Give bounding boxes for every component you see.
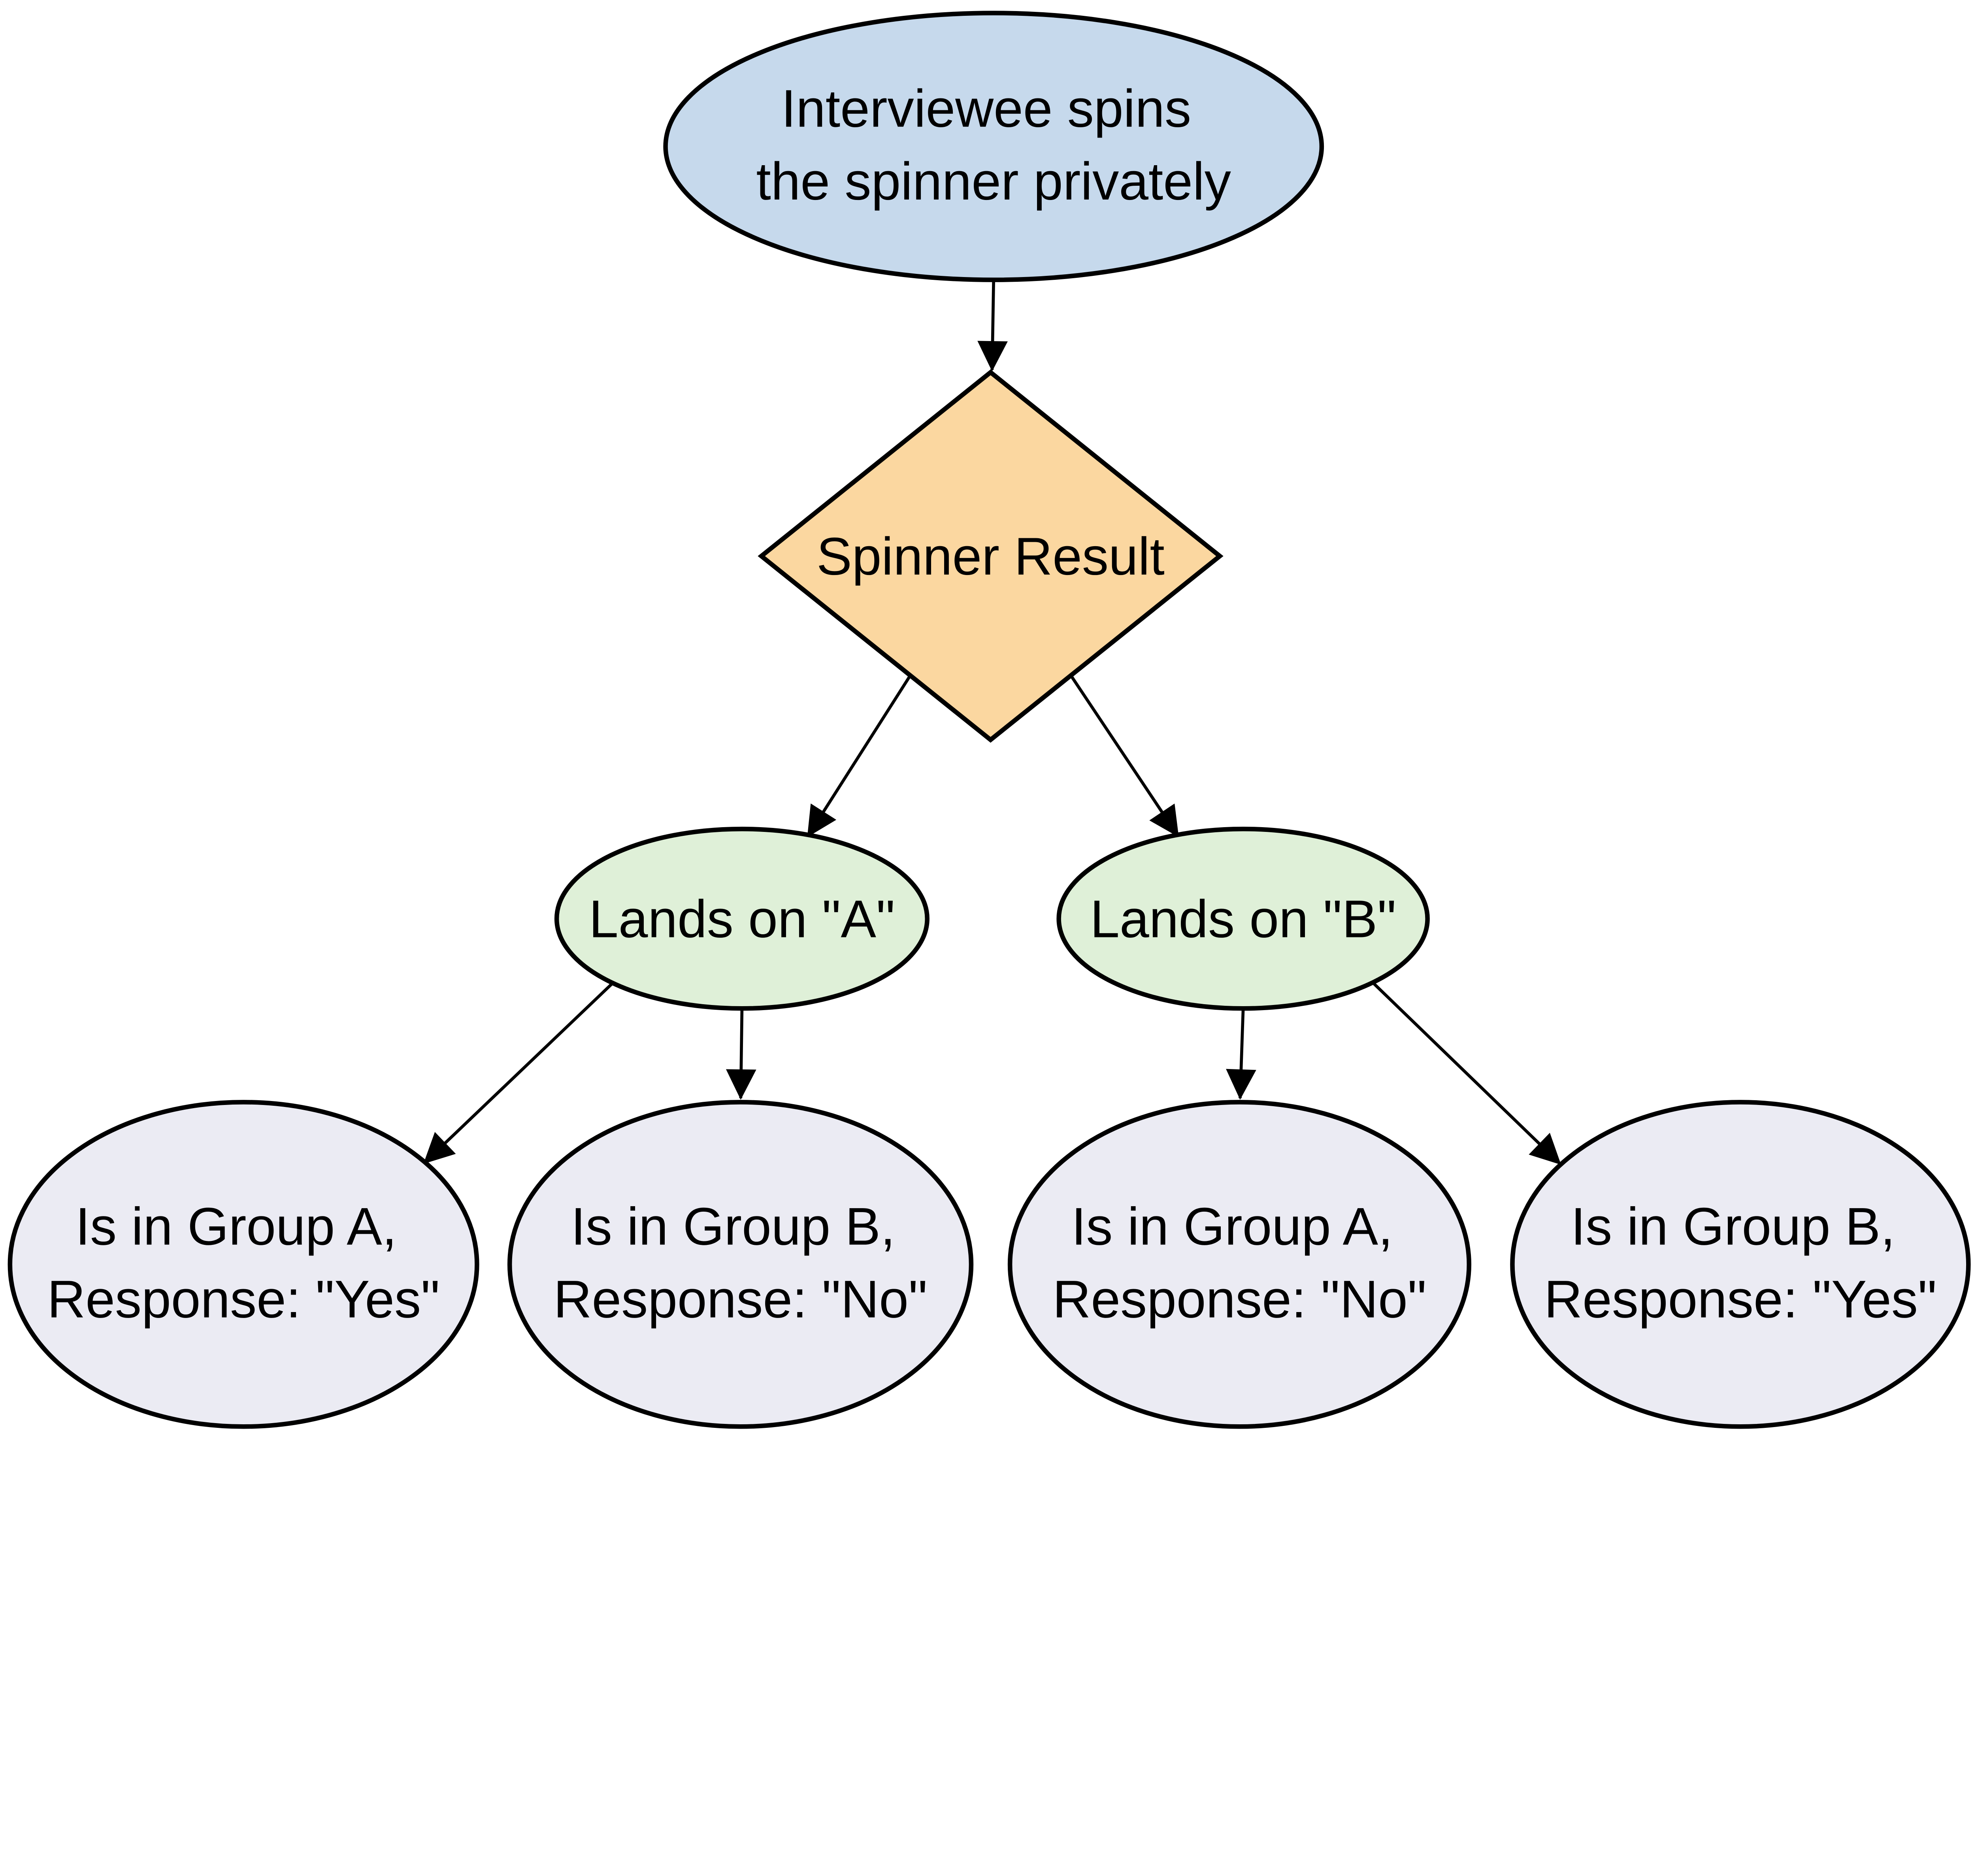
node-outcome-a-yes: Is in Group A, Response: "Yes" [8, 1100, 479, 1429]
edges [423, 280, 1561, 1165]
edge-lands-b-outcome-a-no [1226, 1009, 1256, 1100]
node-decision-label: Spinner Result [816, 527, 1165, 586]
node-outcome-b-yes-shape [1510, 1100, 1971, 1429]
node-lands-a: Lands on "A" [554, 826, 930, 1011]
edge-decision-lands-a [807, 675, 912, 837]
node-outcome-b-yes-label: Is in Group B, Response: "Yes" [1544, 1197, 1936, 1329]
node-outcome-a-yes-shape [8, 1100, 479, 1429]
node-decision: Spinner Result [758, 369, 1224, 743]
node-lands-b-label: Lands on "B" [1090, 889, 1396, 948]
edge-lands-a-outcome-b-no [726, 1009, 756, 1100]
node-outcome-b-no: Is in Group B, Response: "No" [507, 1100, 974, 1429]
node-outcome-a-yes-label: Is in Group A, Response: "Yes" [47, 1197, 439, 1329]
node-decision-shape [758, 369, 1224, 743]
node-start: Interviewee spins the spinner privately [663, 11, 1324, 282]
edge-start-decision [977, 280, 1008, 371]
nodes: Interviewee spins the spinner privately … [8, 11, 1971, 1429]
edge-decision-lands-b [1069, 675, 1179, 837]
node-outcome-b-yes: Is in Group B, Response: "Yes" [1510, 1100, 1971, 1429]
flowchart: Interviewee spins the spinner privately … [8, 11, 1971, 1429]
node-outcome-a-no-label: Is in Group A, Response: "No" [1052, 1197, 1426, 1329]
node-outcome-a-no: Is in Group A, Response: "No" [1007, 1100, 1471, 1429]
node-lands-a-label: Lands on "A" [589, 889, 895, 948]
node-outcome-b-no-shape [507, 1100, 974, 1429]
node-outcome-b-no-label: Is in Group B, Response: "No" [554, 1197, 928, 1329]
node-outcome-a-no-shape [1007, 1100, 1471, 1429]
node-lands-b: Lands on "B" [1056, 826, 1430, 1011]
node-start-shape [663, 11, 1324, 282]
node-lands-b-shape [1056, 826, 1430, 1011]
node-start-label: Interviewee spins the spinner privately [756, 79, 1231, 211]
edge-lands-b-outcome-b-yes [1372, 982, 1561, 1165]
flowchart-canvas: Interviewee spins the spinner privately … [8, 11, 1971, 1429]
node-lands-a-shape [554, 826, 930, 1011]
edge-lands-a-outcome-a-yes [423, 982, 614, 1164]
